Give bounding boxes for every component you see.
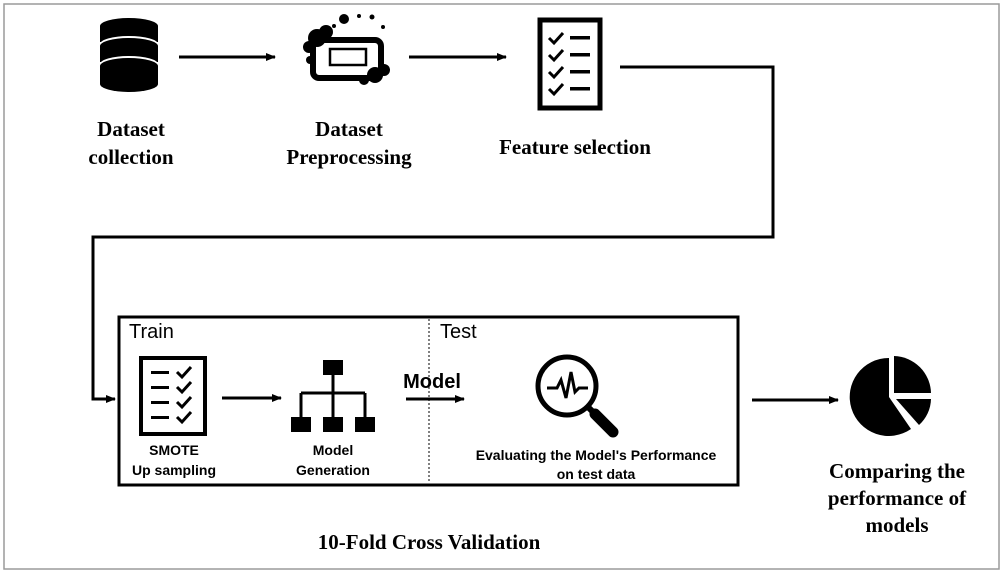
dataset-collection-label-2: collection xyxy=(88,145,173,169)
feature-selection-label: Feature selection xyxy=(499,135,651,159)
smote-checklist-icon xyxy=(139,356,207,436)
model-generation-label-2: Generation xyxy=(296,462,370,478)
pie-chart-icon xyxy=(849,356,931,436)
comparison-label-2: performance of xyxy=(828,486,967,510)
hierarchy-icon xyxy=(291,360,375,432)
cv-caption: 10-Fold Cross Validation xyxy=(318,530,541,554)
comparison-label-3: models xyxy=(866,513,929,537)
checklist-icon xyxy=(537,17,603,111)
smote-label-1: SMOTE xyxy=(149,442,199,458)
database-icon xyxy=(100,18,158,92)
magnifier-signal-icon xyxy=(535,354,619,438)
comparison-label-1: Comparing the xyxy=(829,459,965,483)
smote-label-2: Up sampling xyxy=(132,462,216,478)
model-arrow-label: Model xyxy=(403,371,461,393)
dataset-collection-label-1: Dataset xyxy=(97,117,165,141)
cleaning-icon xyxy=(303,14,390,85)
train-label: Train xyxy=(129,321,174,343)
test-label: Test xyxy=(440,321,477,343)
dataset-preprocessing-label-1: Dataset xyxy=(315,117,383,141)
evaluation-label-2: on test data xyxy=(557,466,636,482)
cv-box xyxy=(117,315,740,487)
connector-feature-to-cv xyxy=(91,65,775,403)
model-generation-label-1: Model xyxy=(313,442,353,458)
dataset-preprocessing-label-2: Preprocessing xyxy=(286,145,412,169)
outer-frame xyxy=(3,3,1000,570)
evaluation-label-1: Evaluating the Model's Performance xyxy=(476,447,717,463)
